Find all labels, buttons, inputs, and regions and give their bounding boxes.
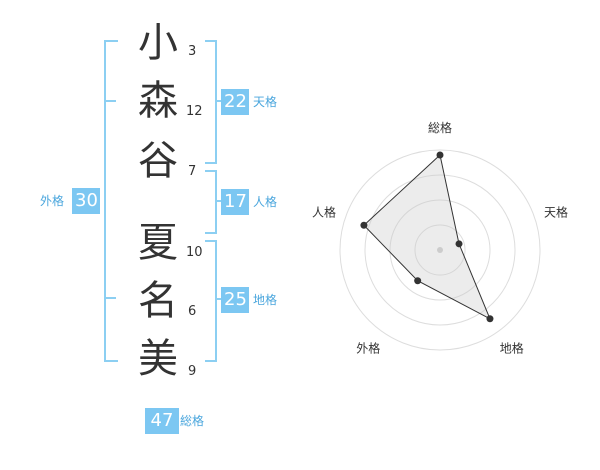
- chikaku-label: 地格: [253, 293, 278, 307]
- name-char-5: 名: [138, 278, 178, 324]
- tenkaku-label: 天格: [253, 95, 278, 109]
- soukaku-label: 総格: [180, 414, 205, 428]
- tenkaku-bracket: [205, 40, 217, 164]
- gaikaku-badge: 30: [72, 188, 100, 214]
- radar-polygon: [363, 154, 491, 320]
- stroke-count-6: 9: [188, 364, 197, 379]
- jinkaku-badge: 17: [221, 189, 249, 215]
- soukaku-badge: 47: [145, 408, 179, 434]
- gaikaku-bracket: [104, 40, 118, 362]
- name-char-6: 美: [138, 336, 178, 382]
- radar-axis-label-0: 総格: [428, 120, 452, 135]
- radar-ring: [389, 199, 491, 301]
- gaikaku-tick-2: [104, 297, 116, 299]
- stroke-count-1: 3: [188, 44, 197, 59]
- radar-axis-label-1: 天格: [544, 204, 568, 219]
- chikaku-badge: 25: [221, 287, 249, 313]
- stroke-count-4: 10: [186, 245, 203, 260]
- radar-ring: [339, 149, 541, 351]
- radar-point-3: [414, 277, 422, 285]
- radar-point-1: [455, 240, 463, 248]
- radar-axis-label-2: 地格: [500, 341, 524, 356]
- radar-point-2: [486, 315, 494, 323]
- chikaku-bracket: [205, 240, 217, 362]
- name-char-2: 森: [138, 78, 178, 124]
- radar-axis-label-4: 人格: [312, 204, 336, 219]
- radar-axis-label-3: 外格: [356, 341, 380, 356]
- jinkaku-label: 人格: [253, 195, 278, 209]
- stroke-count-2: 12: [186, 104, 203, 119]
- name-char-4: 夏: [138, 220, 178, 266]
- radar-ring: [364, 174, 516, 326]
- radar-center: [437, 247, 443, 253]
- tenkaku-tick: [215, 100, 221, 102]
- radar-point-0: [436, 151, 444, 159]
- stroke-count-5: 6: [188, 304, 197, 319]
- jinkaku-bracket: [205, 170, 217, 234]
- tenkaku-badge: 22: [221, 89, 249, 115]
- gaikaku-label: 外格: [40, 194, 65, 208]
- name-char-3: 谷: [138, 138, 178, 184]
- name-char-1: 小: [138, 20, 178, 66]
- chikaku-tick: [215, 298, 221, 300]
- jinkaku-tick: [215, 200, 221, 202]
- gaikaku-tick: [104, 100, 116, 102]
- radar-ring: [414, 224, 466, 276]
- stroke-count-3: 7: [188, 164, 197, 179]
- radar-point-4: [360, 221, 368, 229]
